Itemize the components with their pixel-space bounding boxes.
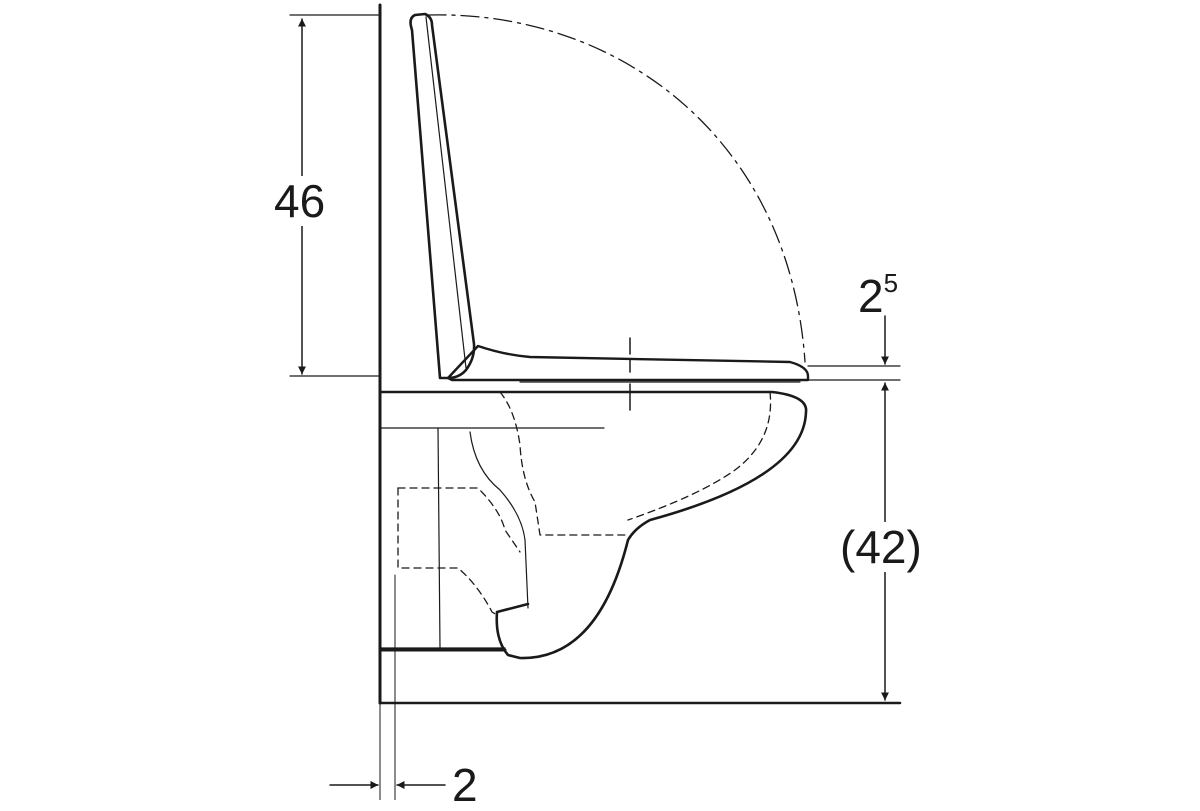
toilet-lid — [409, 12, 476, 380]
mounting-frame — [378, 427, 605, 652]
toilet-bowl — [378, 390, 808, 660]
dimension-arrows — [298, 18, 889, 789]
toilet-seat — [446, 344, 810, 383]
lid-swing-arc — [427, 14, 806, 363]
label-2: 2 — [452, 759, 478, 811]
label-46: 46 — [274, 175, 326, 227]
label-42: (42) — [840, 521, 922, 573]
label-2-5: 25 — [858, 270, 898, 319]
label-2-5-base: 2 — [858, 270, 884, 322]
reference-lines — [289, 14, 902, 705]
label-2-5-exponent: 5 — [883, 268, 899, 298]
hidden-lines — [397, 391, 772, 616]
wall — [378, 3, 396, 800]
